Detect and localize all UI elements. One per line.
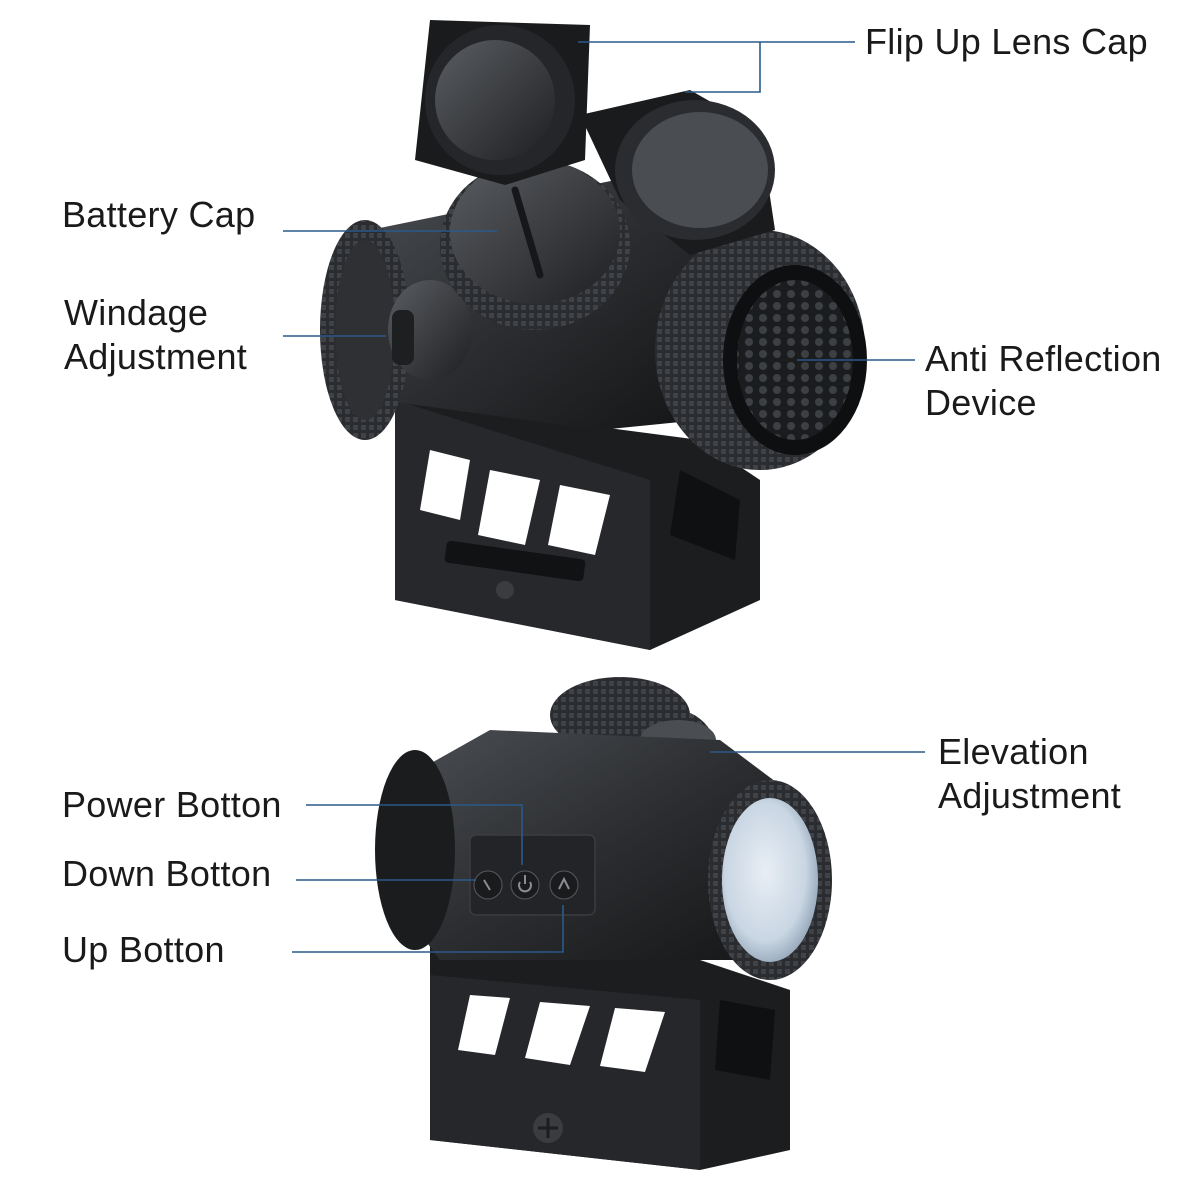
label-windage-adjustment: Windage Adjustment: [64, 291, 247, 379]
label-down-button: Down Botton: [62, 852, 271, 896]
top-flip-caps: [415, 20, 775, 255]
power-button-text: Power Botton: [62, 784, 282, 825]
objective-lens: [722, 798, 818, 962]
anti-reflection-honeycomb: [737, 280, 853, 440]
elevation-adjustment-text: Adjustment: [938, 775, 1122, 816]
bottom-mount: [430, 945, 790, 1170]
label-battery-cap: Battery Cap: [62, 193, 255, 237]
down-button-text: Down Botton: [62, 853, 272, 894]
windage-text: Windage: [64, 292, 209, 333]
power-button: [510, 870, 540, 900]
adjustment-text: Adjustment: [64, 336, 248, 377]
bottom-sight: [375, 677, 832, 1170]
flip-up-lens-cap-text: Flip Up Lens Cap: [865, 21, 1148, 62]
top-body: [320, 160, 867, 470]
callout-power-button: [306, 804, 523, 865]
battery-cap: [450, 160, 620, 304]
label-up-button: Up Botton: [62, 928, 225, 972]
up-button-text: Up Botton: [62, 929, 225, 970]
up-button: [549, 870, 579, 900]
top-mount: [395, 400, 760, 650]
label-anti-reflection-device: Anti Reflection Device: [925, 337, 1162, 425]
anti-reflection-text: Anti Reflection: [925, 338, 1162, 379]
battery-cap-text: Battery Cap: [62, 194, 256, 235]
callout-lines: [283, 41, 925, 953]
label-power-button: Power Botton: [62, 783, 282, 827]
top-sight: [320, 20, 867, 650]
bottom-body: [375, 730, 832, 980]
label-elevation-adjustment: Elevation Adjustment: [938, 730, 1121, 818]
label-flip-up-lens-cap: Flip Up Lens Cap: [865, 20, 1148, 64]
callout-up-button: [292, 905, 564, 953]
device-text: Device: [925, 382, 1037, 423]
elevation-text: Elevation: [938, 731, 1089, 772]
